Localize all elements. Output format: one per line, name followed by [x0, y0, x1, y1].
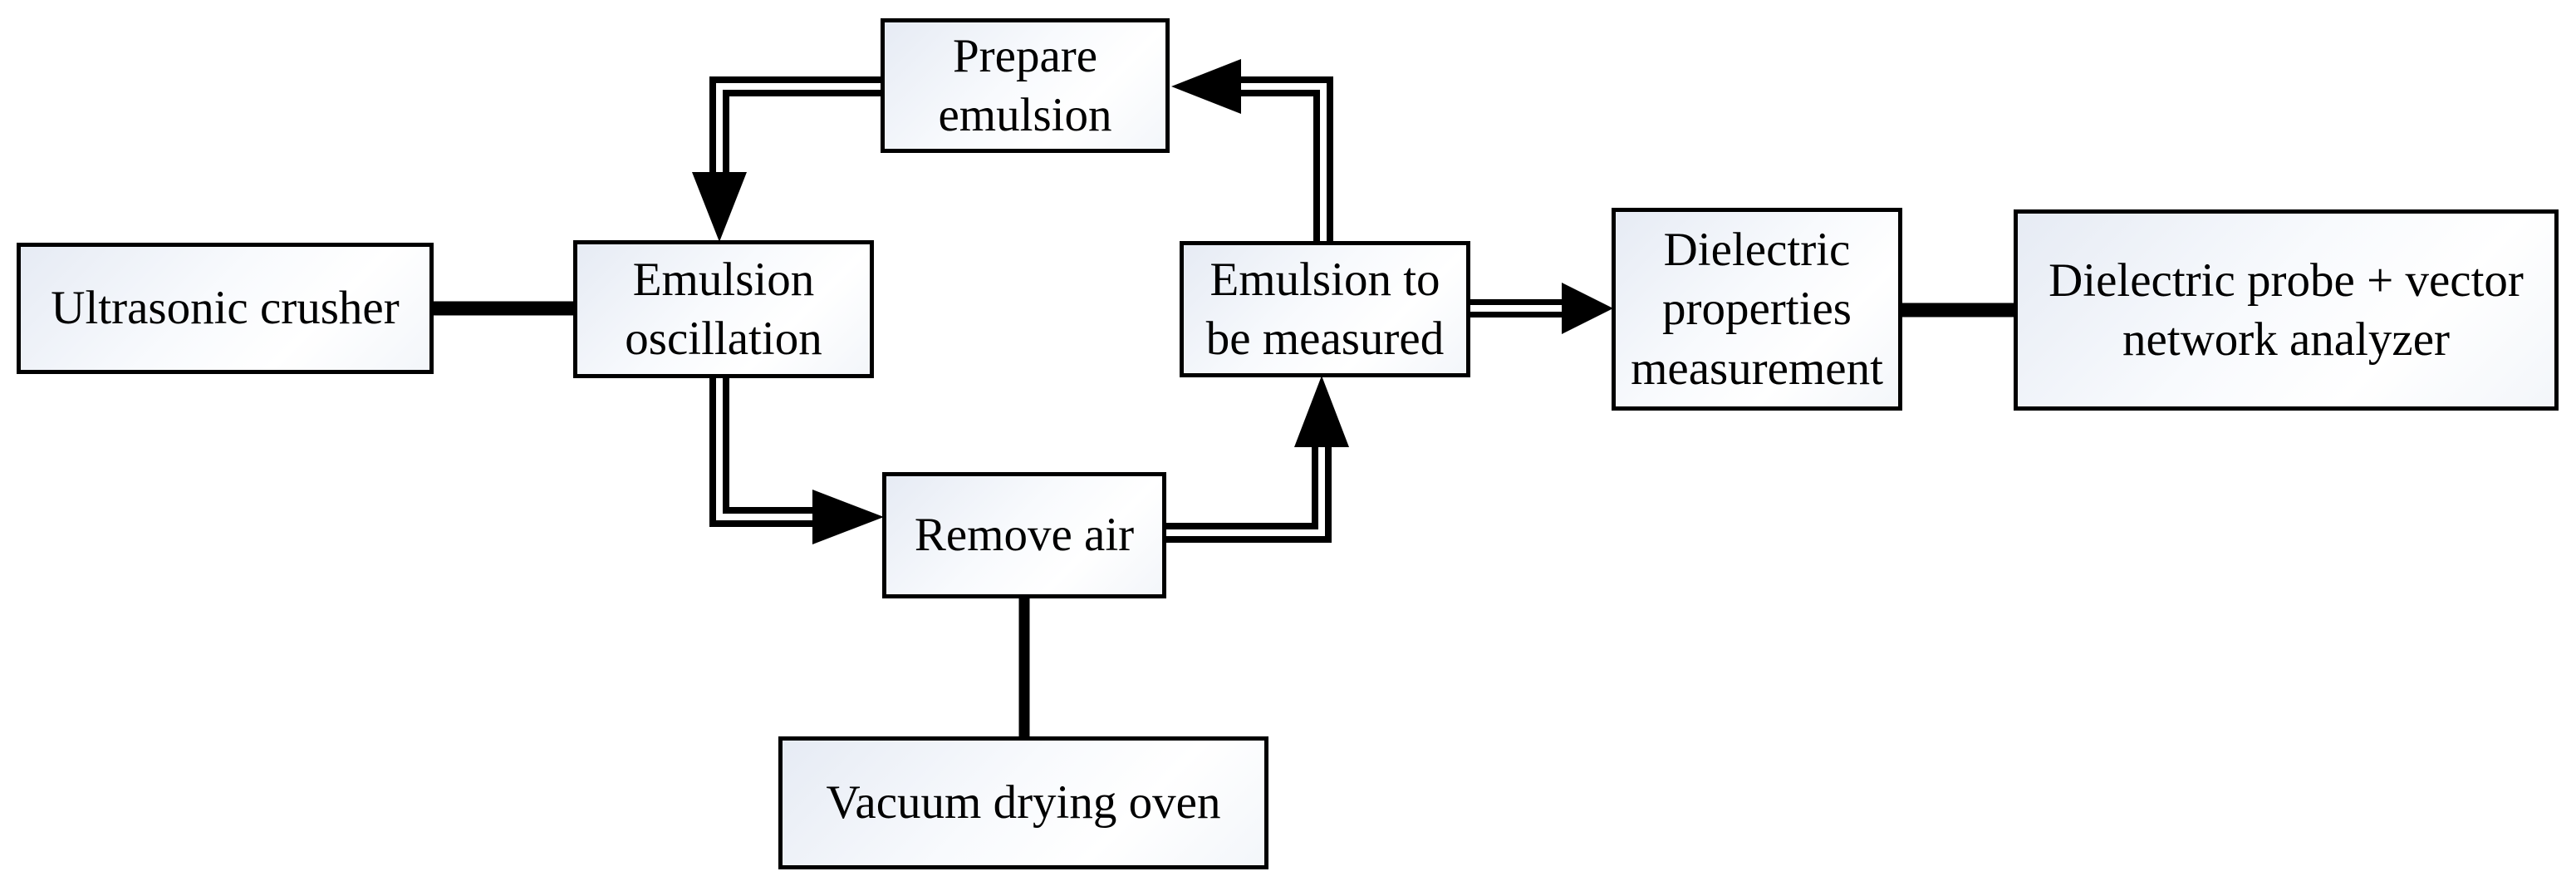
- arrowhead-into-prepare: [1171, 59, 1241, 114]
- node-vacuum-drying-oven: Vacuum drying oven: [778, 736, 1268, 869]
- arrowhead-into-dielectric: [1562, 283, 1613, 334]
- arrowhead-into-measured: [1294, 376, 1349, 447]
- node-remove-air-label: Remove air: [914, 509, 1135, 562]
- node-prepare-emulsion: Prepare emulsion: [881, 18, 1170, 153]
- node-emulsion-oscillation: Emulsion oscillation: [573, 240, 874, 378]
- node-dielectric-properties-measurement: Dielectric properties measurement: [1612, 208, 1902, 411]
- edge-prepare-to-oscillation: [709, 76, 882, 178]
- edge-measured-to-prepare: [1239, 76, 1333, 243]
- node-dielectric-probe-vector-network-analyzer-label: Dielectric probe + vector network analyz…: [2049, 254, 2524, 366]
- node-prepare-emulsion-label: Prepare emulsion: [938, 29, 1112, 141]
- edge-oscillation-to-remove-air: [709, 377, 816, 527]
- node-remove-air: Remove air: [882, 472, 1166, 598]
- node-ultrasonic-crusher: Ultrasonic crusher: [17, 243, 434, 374]
- node-dielectric-probe-vector-network-analyzer: Dielectric probe + vector network analyz…: [2014, 209, 2559, 411]
- edge-remove-air-to-measured: [1165, 444, 1332, 543]
- node-emulsion-oscillation-label: Emulsion oscillation: [625, 253, 822, 365]
- node-vacuum-drying-oven-label: Vacuum drying oven: [826, 776, 1221, 829]
- node-emulsion-to-be-measured: Emulsion to be measured: [1180, 241, 1470, 377]
- node-dielectric-properties-measurement-label: Dielectric properties measurement: [1631, 224, 1883, 395]
- node-ultrasonic-crusher-label: Ultrasonic crusher: [51, 282, 400, 335]
- node-emulsion-to-be-measured-label: Emulsion to be measured: [1205, 253, 1445, 365]
- arrowhead-into-remove-air: [812, 490, 884, 544]
- arrowhead-into-oscillation: [692, 172, 747, 242]
